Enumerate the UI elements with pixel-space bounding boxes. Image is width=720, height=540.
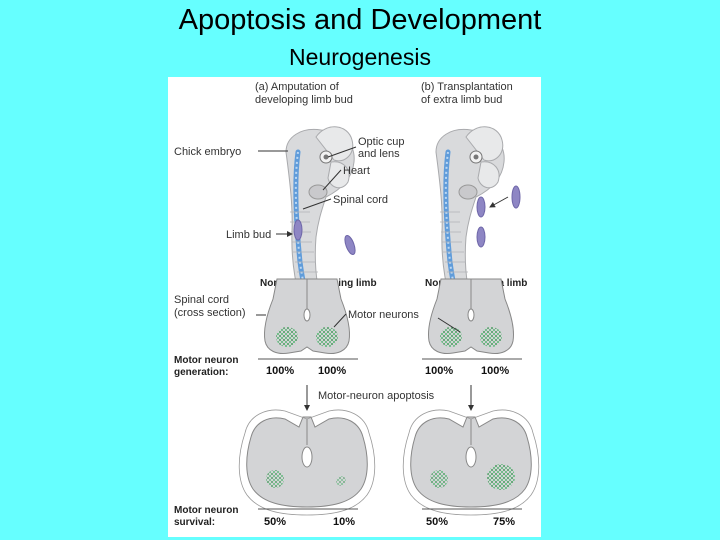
figure-svg: (a) Amputation of developing limb bud (b…: [174, 81, 540, 528]
label-generation-1: Motor neuron: [174, 355, 238, 366]
panel-a-title-line2: developing limb bud: [255, 94, 353, 106]
cord-section-a-generation: [263, 278, 351, 354]
limb-bud-a-amputated: [344, 235, 356, 255]
neurons-a-left-generation: [276, 327, 298, 347]
leader-spinal-cord: [302, 198, 332, 210]
column-a-missing-limb: Missing limb: [316, 278, 377, 289]
survival-a-normal: 50%: [264, 516, 286, 528]
cord-section-b-generation: [427, 278, 515, 354]
leader-motor-neurons-a: [333, 313, 347, 328]
label-optic-cup-1: Optic cup: [358, 136, 404, 148]
label-survival-1: Motor neuron: [174, 505, 238, 516]
limb-bud-b-lower: [476, 226, 486, 248]
limb-bud-a-upper: [293, 219, 303, 241]
panel-b-title-line2: of extra limb bud: [421, 94, 502, 106]
label-limb-bud: Limb bud: [226, 229, 271, 241]
label-heart: Heart: [343, 165, 370, 177]
label-spinal-cord: Spinal cord: [333, 194, 388, 206]
cord-section-a-survival: [238, 409, 376, 516]
neurons-a-left-survival: [266, 470, 284, 488]
neurons-b-right-generation: [480, 327, 502, 347]
panel-b-title-line1: (b) Transplantation: [421, 81, 513, 93]
survival-b-extra: 75%: [493, 516, 515, 528]
cord-section-b-survival: [402, 409, 540, 516]
leader-motor-neurons-b: [437, 317, 461, 333]
extra-limb-arrow: [489, 196, 509, 208]
survival-b-normal: 50%: [426, 516, 448, 528]
label-cross-section-1: Spinal cord: [174, 294, 229, 306]
label-motor-neurons: Motor neurons: [348, 309, 419, 321]
limb-bud-b-extra: [511, 185, 521, 209]
label-survival-2: survival:: [174, 517, 215, 528]
neurons-a-right-generation: [316, 327, 338, 347]
survival-a-missing: 10%: [333, 516, 355, 528]
limb-bud-b-upper: [476, 196, 486, 218]
generation-b-extra: 100%: [481, 365, 509, 377]
neurons-b-left-survival: [430, 470, 448, 488]
label-apoptosis: Motor-neuron apoptosis: [318, 390, 435, 402]
slide-title: Apoptosis and Development: [178, 4, 542, 36]
neurons-b-left-generation: [440, 327, 462, 347]
column-b-extra-limb: Extra limb: [479, 278, 527, 289]
leader-optic-cup: [327, 146, 357, 158]
neurons-a-right-survival: [336, 476, 346, 486]
generation-b-normal: 100%: [425, 365, 453, 377]
generation-a-missing: 100%: [318, 365, 346, 377]
leader-heart: [322, 169, 342, 191]
panel-a-title-line1: (a) Amputation of: [255, 81, 340, 93]
label-optic-cup-2: and lens: [358, 148, 400, 160]
neurons-b-right-survival: [487, 464, 515, 490]
label-cross-section-2: (cross section): [174, 307, 246, 319]
neurogenesis-figure: (a) Amputation of developing limb bud (b…: [168, 77, 541, 537]
label-chick-embryo: Chick embryo: [174, 146, 241, 158]
generation-a-normal: 100%: [266, 365, 294, 377]
slide-subtitle: Neurogenesis: [289, 44, 431, 70]
label-generation-2: generation:: [174, 367, 228, 378]
